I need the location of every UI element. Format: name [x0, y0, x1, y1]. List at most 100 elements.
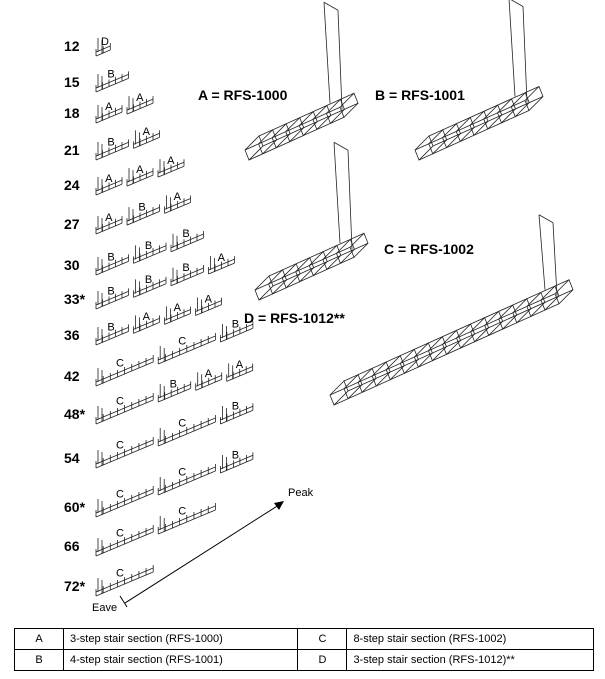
section-letter: C	[116, 568, 124, 580]
stair-section	[133, 315, 160, 334]
row-configuration: 30 B B B	[64, 228, 204, 276]
section-letter: B	[232, 318, 239, 330]
row-configuration: 36 B A A A	[64, 293, 222, 346]
stair-section	[95, 354, 154, 387]
stair-section	[95, 177, 123, 196]
row-configuration: 60*CCB	[64, 449, 254, 518]
section-letter: C	[178, 506, 186, 518]
stair-section	[133, 130, 160, 149]
section-letter: A	[167, 155, 175, 167]
stair-section	[164, 195, 191, 214]
stair-section	[95, 436, 154, 469]
eave-label: Eave	[92, 602, 117, 614]
row-height-label: 30	[64, 257, 80, 273]
section-letter: B	[107, 322, 114, 334]
stair-section	[95, 288, 129, 310]
section-detail-d: D = RFS-1012**	[244, 141, 369, 326]
section-detail-a: A = RFS-1000	[198, 1, 359, 161]
section-letter: A	[143, 311, 151, 323]
row-height-label: 36	[64, 327, 80, 343]
section-letter: C	[116, 396, 124, 408]
legend-description: 8-step stair section (RFS-1002)	[346, 628, 594, 650]
section-letter: B	[182, 262, 189, 274]
section-letter: B	[107, 286, 114, 298]
stair-section	[95, 324, 129, 346]
stair-section	[219, 452, 254, 474]
stair-section	[95, 139, 129, 161]
row-height-label: 12	[64, 38, 80, 54]
section-letter: A	[105, 212, 113, 224]
arrow-start-tick	[119, 595, 128, 608]
section-letter: A	[174, 191, 182, 203]
stair-section	[164, 306, 191, 325]
section-caption: C = RFS-1002	[384, 241, 474, 257]
row-height-label: 72*	[64, 578, 86, 594]
row-height-label: 42	[64, 368, 80, 384]
stair-section	[157, 502, 216, 535]
legend-row: B 4-step stair section (RFS-1001) D 3-st…	[14, 649, 594, 671]
section-letter: B	[232, 400, 239, 412]
row-configuration: 72* C	[64, 564, 154, 597]
legend-description: 3-step stair section (RFS-1012)**	[346, 649, 594, 671]
stair-section	[95, 105, 123, 124]
row-height-label: 18	[64, 105, 80, 121]
stair-section	[95, 564, 154, 597]
section-detail-b: B = RFS-1001	[375, 0, 544, 161]
row-height-label: 54	[64, 450, 80, 466]
section-caption: B = RFS-1001	[375, 87, 465, 103]
stair-section	[95, 254, 129, 276]
section-letter: C	[116, 440, 124, 452]
stair-section	[170, 265, 204, 287]
row-height-label: 21	[64, 142, 80, 158]
section-letter: D	[101, 36, 109, 48]
section-letter: A	[105, 173, 113, 185]
section-letter: C	[116, 489, 124, 501]
stair-section	[157, 381, 192, 403]
row-configuration: 12 D	[64, 36, 111, 57]
legend-row: A 3-step stair section (RFS-1000) C 8-st…	[14, 628, 594, 650]
section-letter: C	[116, 528, 124, 540]
section-letter: A	[205, 293, 213, 305]
section-letter: B	[107, 252, 114, 264]
stair-section	[133, 242, 167, 264]
section-letter: B	[138, 202, 145, 214]
stair-section	[95, 216, 123, 235]
section-letter: A	[174, 302, 182, 314]
legend-description: 4-step stair section (RFS-1001)	[62, 649, 299, 671]
stair-section	[126, 204, 160, 226]
legend-description: 3-step stair section (RFS-1000)	[62, 628, 299, 650]
stair-section	[226, 363, 254, 382]
stair-section	[133, 276, 167, 298]
row-height-label: 15	[64, 74, 80, 90]
legend-key: C	[297, 628, 348, 650]
section-letter: C	[178, 336, 186, 348]
stair-section	[219, 403, 254, 425]
section-letter: A	[236, 359, 244, 371]
section-detail-c: C = RFS-1002	[329, 214, 574, 406]
section-legend-table: A 3-step stair section (RFS-1000) C 8-st…	[14, 628, 594, 671]
section-letter: A	[105, 101, 113, 113]
stair-section	[219, 321, 254, 343]
section-letter: B	[232, 449, 239, 461]
section-letter: B	[182, 228, 189, 240]
stair-section	[95, 524, 154, 557]
stair-section	[95, 485, 154, 518]
legend-key: A	[14, 628, 64, 650]
stair-section	[157, 159, 185, 178]
stair-section	[157, 463, 216, 496]
row-height-label: 24	[64, 177, 80, 193]
stair-section	[195, 297, 222, 316]
section-letter: B	[145, 274, 152, 286]
row-height-label: 33*	[64, 291, 86, 307]
section-letter: A	[136, 92, 144, 104]
arrow-line	[124, 502, 283, 604]
